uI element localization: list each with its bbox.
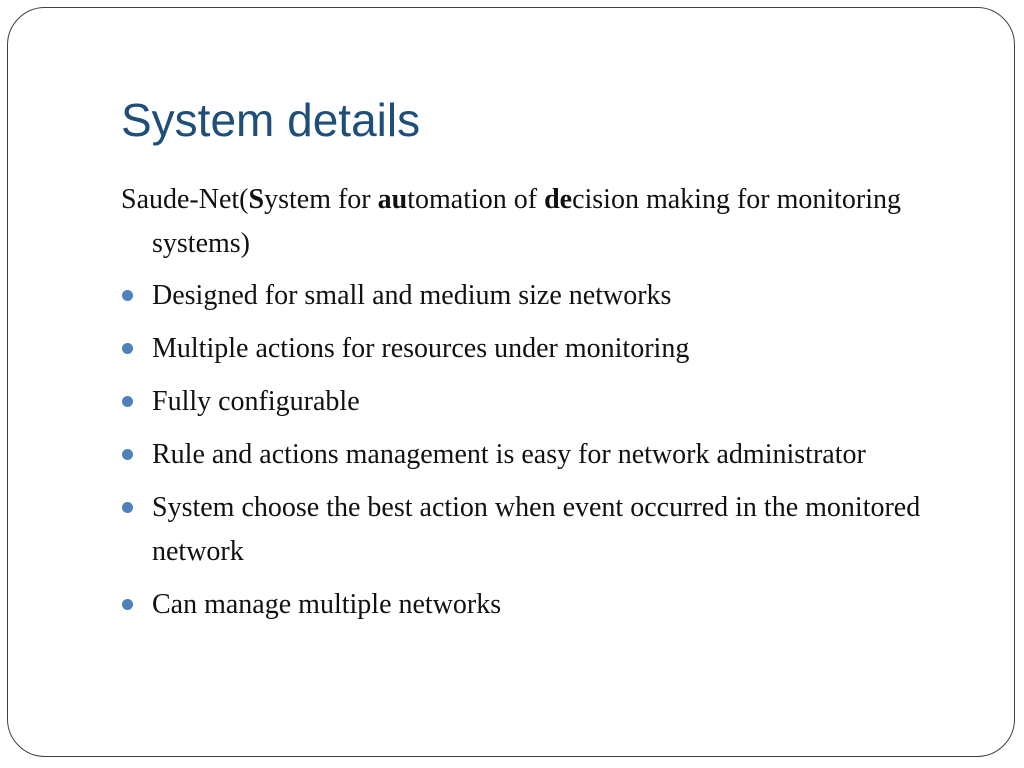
bullet-dot-icon [122,599,133,610]
bullet-list: Designed for small and medium size netwo… [121,274,941,627]
slide-title: System details [121,94,421,146]
bullet-item: Multiple actions for resources under mon… [121,327,941,371]
bullet-item: Fully configurable [121,380,941,424]
bullet-dot-icon [122,396,133,407]
intro-text-1: ystem for [264,184,378,215]
intro-prefix: Saude-Net( [121,184,249,215]
bullet-item: Rule and actions management is easy for … [121,433,941,477]
bullet-text: System choose the best action when event… [152,492,921,567]
bullet-item: Designed for small and medium size netwo… [121,274,941,318]
intro-bold-au: au [377,184,408,215]
intro-paragraph: Saude-Net(System for automation of decis… [121,178,941,266]
bullet-text: Can manage multiple networks [152,589,502,620]
bullet-dot-icon [122,449,133,460]
slide-frame: System details Saude-Net(System for auto… [7,7,1015,757]
bullet-text: Designed for small and medium size netwo… [152,280,672,311]
intro-bold-s: S [248,184,265,215]
intro-text-2: tomation of [407,184,545,215]
bullet-text: Rule and actions management is easy for … [152,439,866,470]
intro-bold-de: de [544,184,573,215]
bullet-item: Can manage multiple networks [121,583,941,627]
bullet-dot-icon [122,502,133,513]
bullet-dot-icon [122,343,133,354]
bullet-dot-icon [122,290,133,301]
bullet-text: Fully configurable [152,386,360,417]
slide-body: Saude-Net(System for automation of decis… [121,178,941,636]
bullet-item: System choose the best action when event… [121,486,941,574]
intro-text-3: cision making for monitoring systems) [152,184,902,259]
bullet-text: Multiple actions for resources under mon… [152,333,690,364]
